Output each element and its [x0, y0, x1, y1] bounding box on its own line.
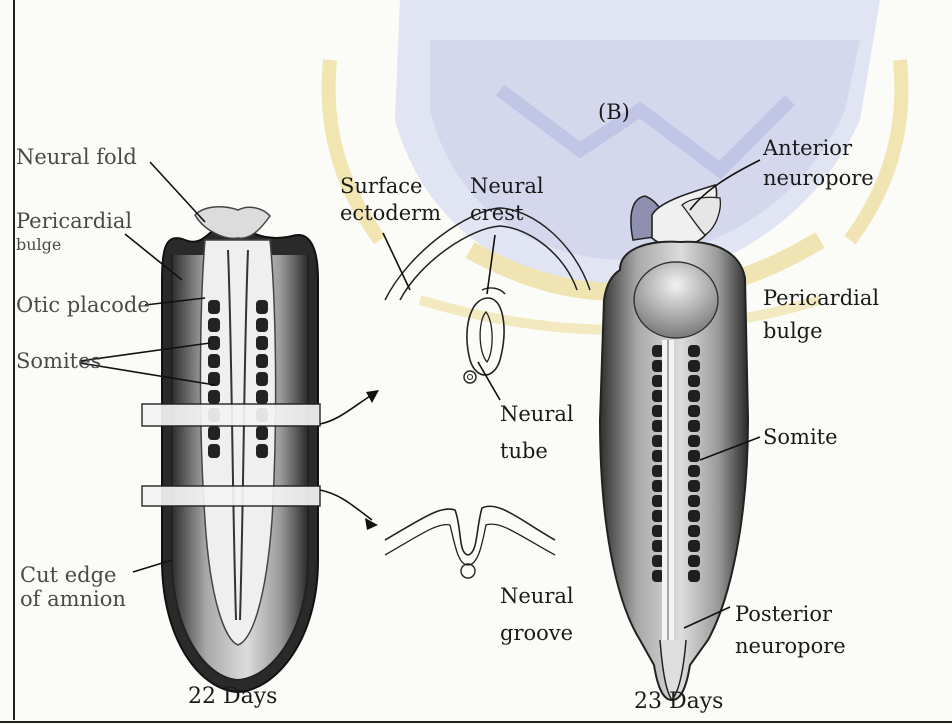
caption-22-days: 22 Days	[188, 685, 277, 709]
panel-b-label: (B)	[598, 100, 630, 124]
label-pericardial-bulge-left: Pericardial bulge	[16, 209, 132, 257]
label-neural-fold: Neural fold	[16, 145, 137, 169]
label-otic-placode: Otic placode	[16, 293, 150, 317]
arrowheads	[365, 390, 379, 530]
label-neural-groove: Neural groove	[500, 578, 574, 652]
label-neural-crest: Neural crest	[470, 173, 544, 227]
label-cut-edge-of-amnion: Cut edge of amnion	[20, 563, 126, 611]
label-somite: Somite	[763, 425, 838, 449]
label-anterior-neuropore: Anterior neuropore	[763, 133, 874, 193]
label-surface-ectoderm: Surface ectoderm	[340, 173, 441, 227]
label-neural-tube: Neural tube	[500, 396, 574, 470]
embryo-22-days	[142, 207, 320, 692]
label-posterior-neuropore: Posterior neuropore	[735, 598, 846, 662]
embryo-23-days	[600, 185, 748, 700]
label-pericardial-bulge-right: Pericardial bulge	[763, 282, 879, 348]
cross-section-lower	[385, 506, 555, 578]
caption-23-days: 23 Days	[634, 690, 723, 714]
label-somites: Somites	[16, 349, 101, 373]
